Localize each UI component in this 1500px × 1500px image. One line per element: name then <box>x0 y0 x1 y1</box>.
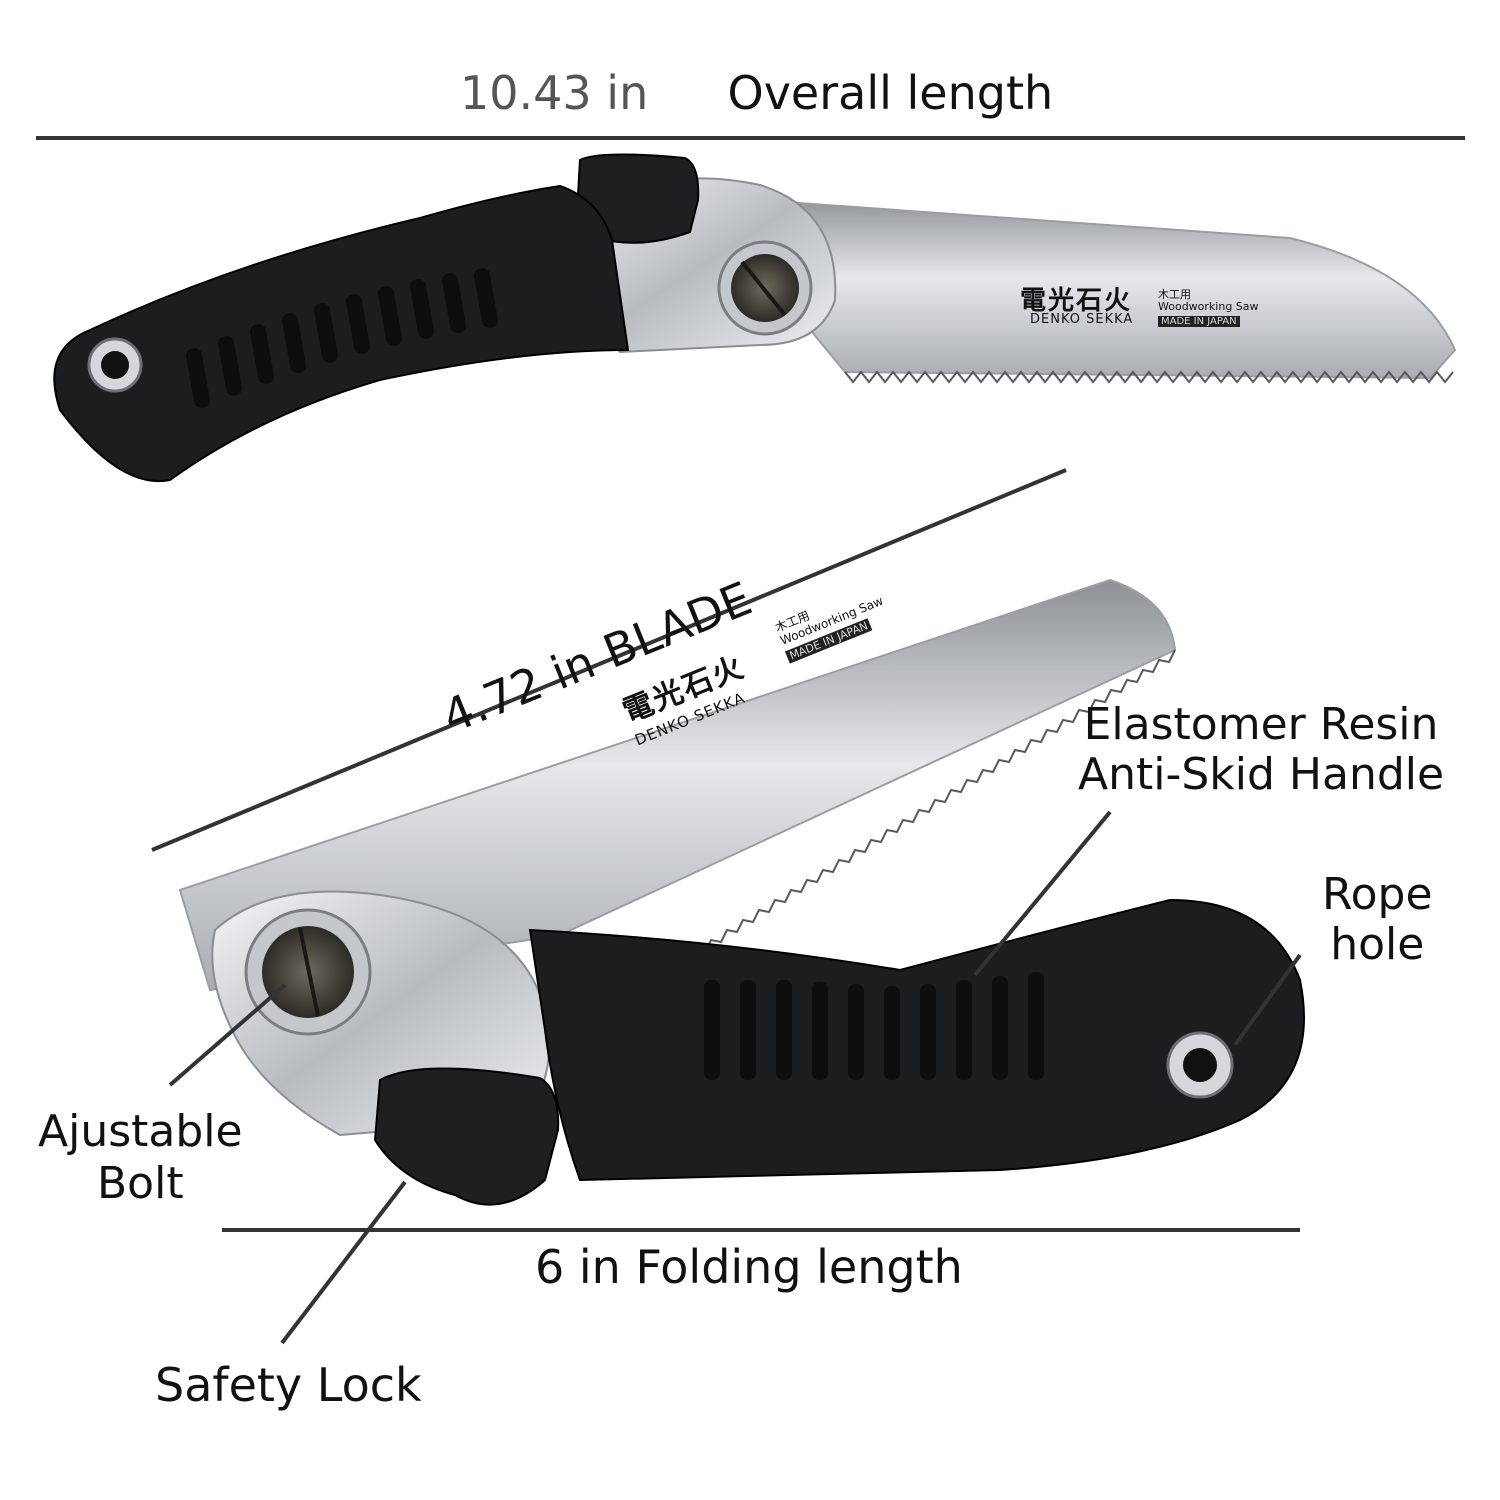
handle-bottom-grip <box>704 972 1044 1080</box>
overall-length-text: Overall length <box>727 66 1054 120</box>
lock-callout: Safety Lock <box>155 1358 422 1412</box>
bolt-callout-line1: Ajustable <box>38 1106 243 1157</box>
blade-top-origin: MADE IN JAPAN <box>1158 316 1240 327</box>
handle-callout-line2: Anti-Skid Handle <box>1078 749 1445 800</box>
rope-callout-line2: hole <box>1330 919 1425 970</box>
blade-length-line <box>151 468 1067 852</box>
overall-length-label: 10.43 in Overall length <box>460 66 1053 120</box>
blade-top-brand: DENKO SEKKA <box>1030 312 1134 327</box>
safety-lock-bottom <box>373 1067 560 1206</box>
handle-callout: Elastomer Resin Anti-Skid Handle <box>1078 700 1444 800</box>
blade-bottom <box>178 578 1177 992</box>
blade-top-product: Woodworking Saw <box>1158 300 1259 313</box>
bolt-callout-line <box>168 983 287 1087</box>
blade-top <box>697 194 1457 380</box>
blade-top-teeth <box>844 370 1454 384</box>
handle-callout-line <box>973 810 1112 977</box>
folding-length-label: 6 in Folding length <box>535 1240 963 1294</box>
saw-folded <box>178 578 1305 1206</box>
handle-top <box>53 184 630 483</box>
rope-callout-line1: Rope <box>1322 869 1433 920</box>
handle-callout-line1: Elastomer Resin <box>1083 699 1439 750</box>
blade-top-kanji: 電光石火 <box>1020 286 1133 316</box>
rope-callout: Rope hole <box>1322 870 1433 970</box>
blade-top-kanji-small: 木工用 <box>1158 288 1191 301</box>
handle-bottom <box>528 898 1305 1182</box>
handle-top-grip <box>186 268 498 408</box>
rope-callout-line <box>1233 953 1302 1047</box>
bolt-callout: Ajustable Bolt <box>38 1106 243 1210</box>
safety-lock-top <box>576 153 700 244</box>
saw-open <box>53 153 1457 483</box>
overall-length-value: 10.43 in <box>460 66 649 120</box>
bolt-callout-line2: Bolt <box>96 1158 184 1209</box>
lock-callout-line <box>280 1180 407 1345</box>
